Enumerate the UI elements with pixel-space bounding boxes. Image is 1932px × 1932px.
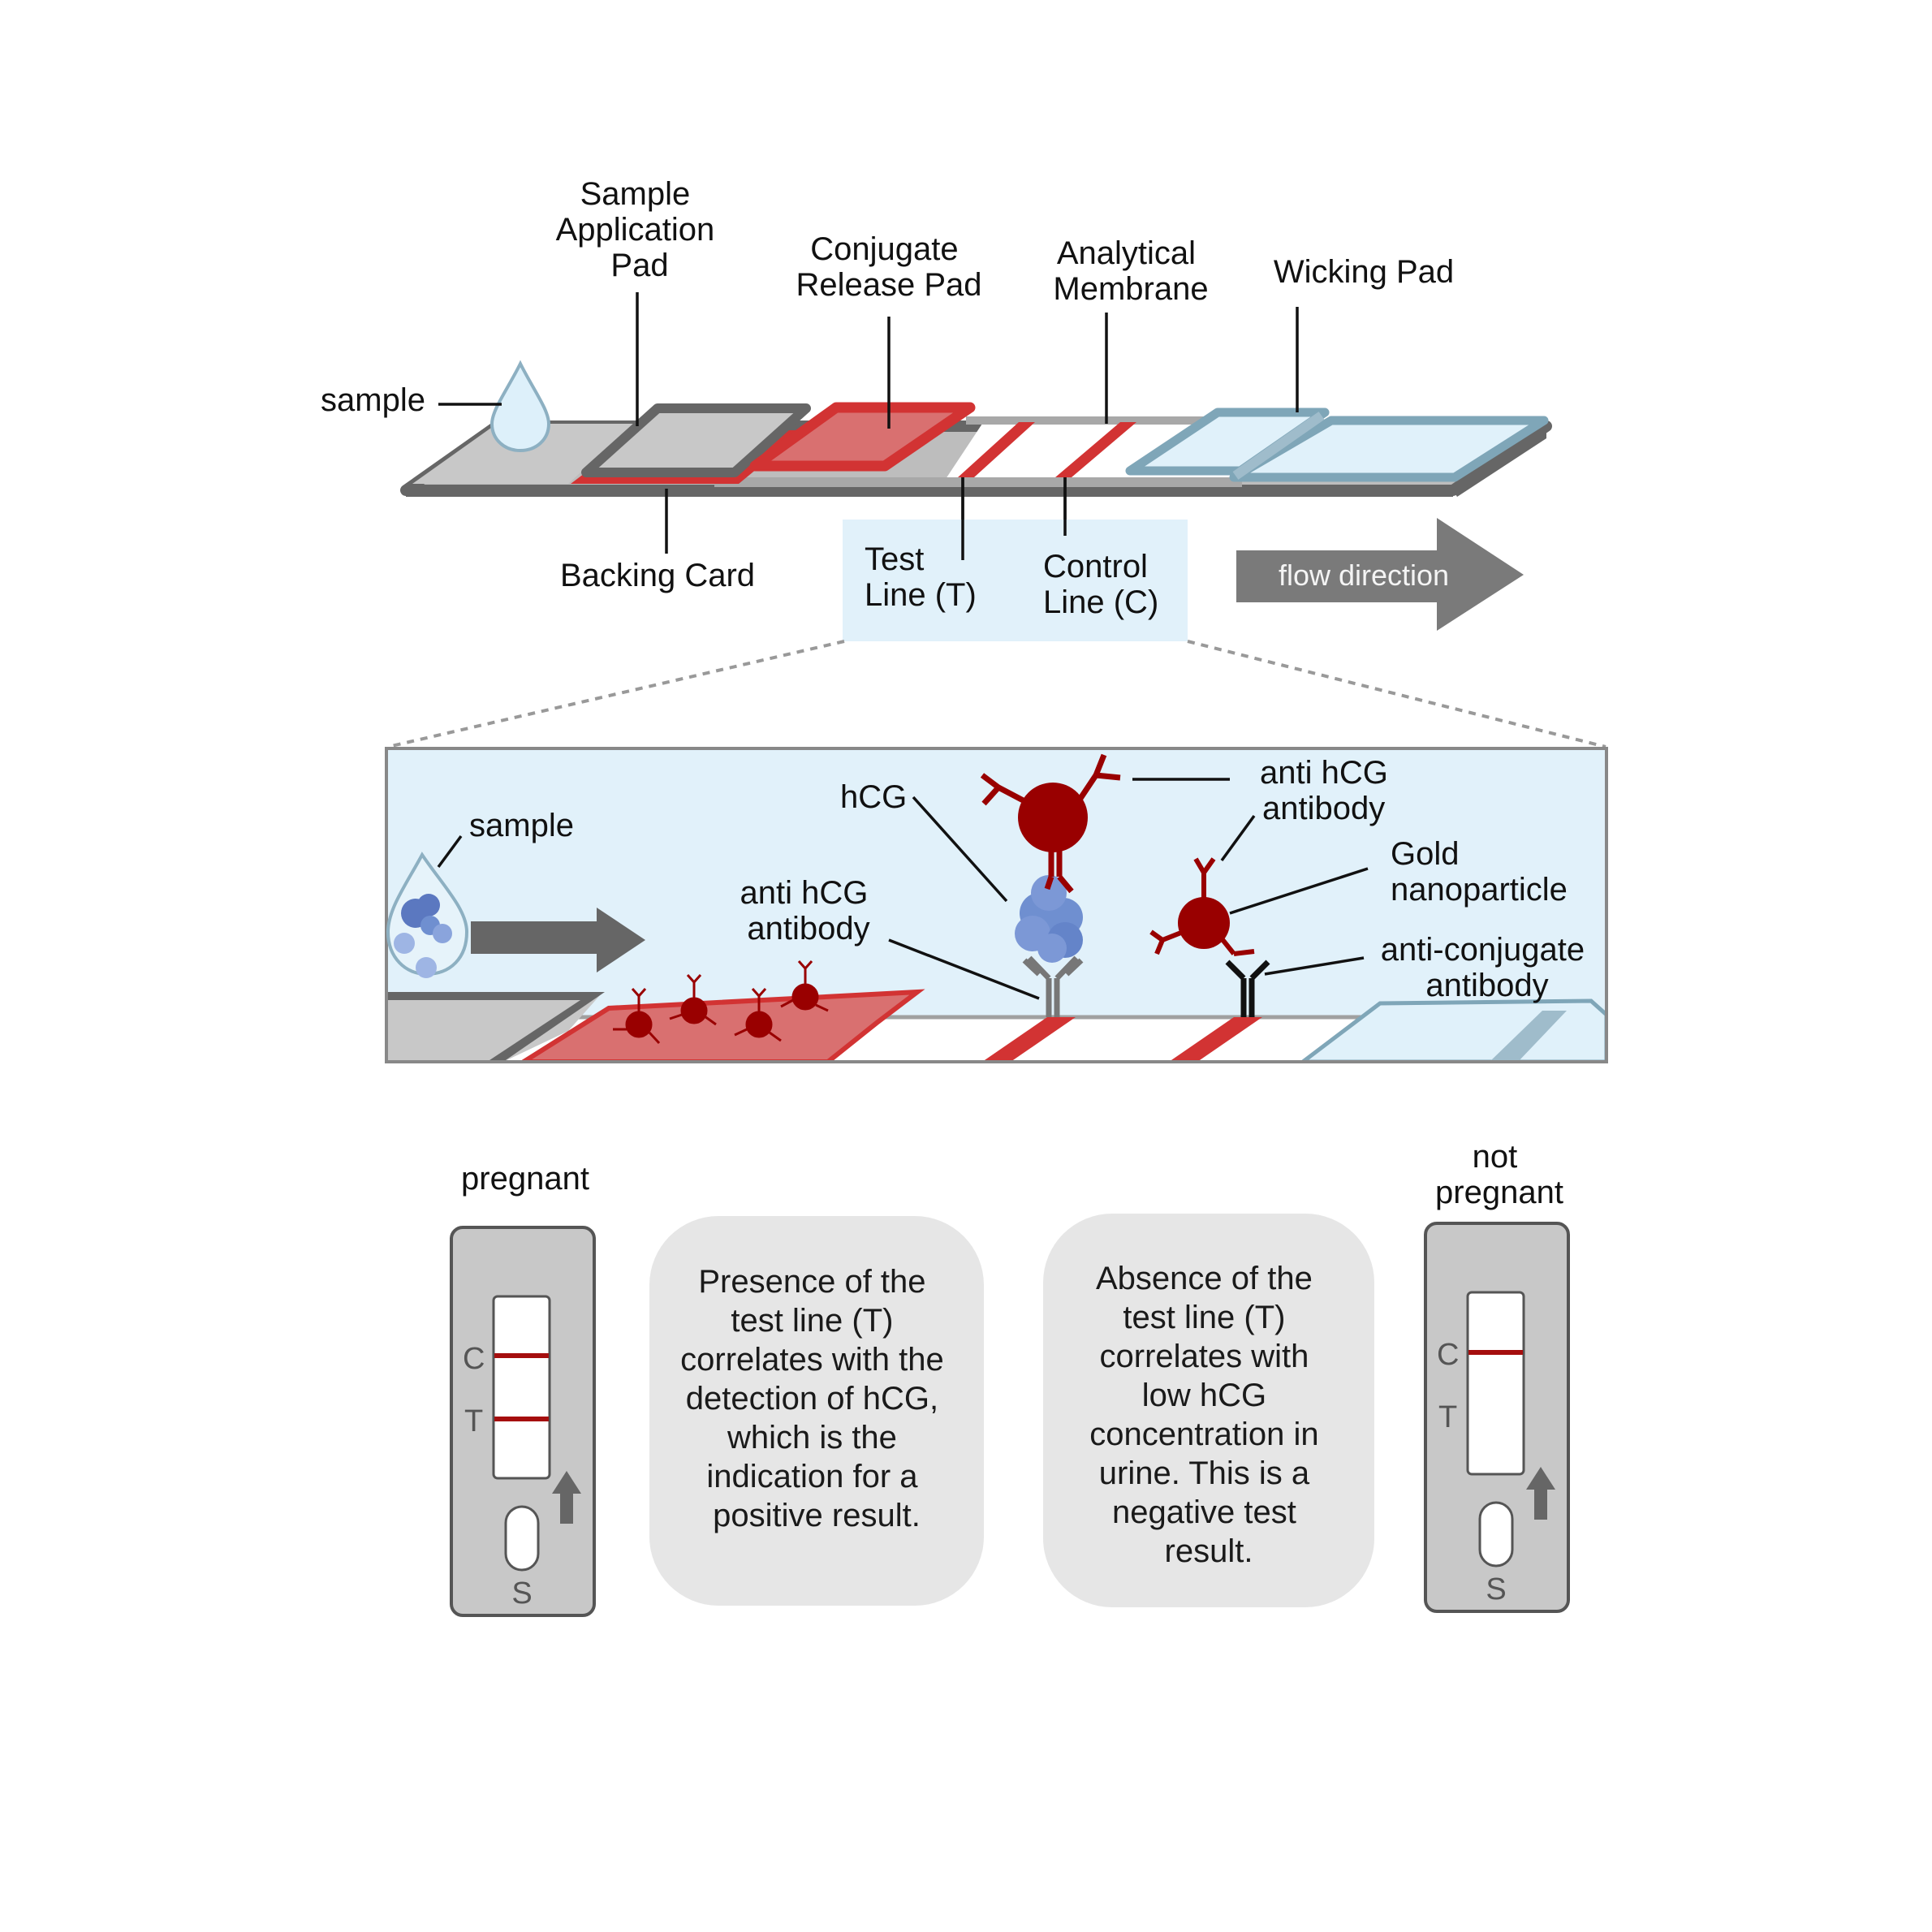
negative-control-line bbox=[1468, 1350, 1523, 1355]
negative-flow-arrow-icon bbox=[1526, 1467, 1555, 1520]
positive-title: pregnant bbox=[461, 1161, 589, 1197]
hcg-molecule-icon bbox=[1015, 875, 1083, 963]
negative-result-window bbox=[1466, 1291, 1525, 1476]
sample-drop-icon bbox=[489, 360, 551, 453]
test-line-stripe bbox=[958, 422, 1035, 477]
negative-title: not pregnant bbox=[1435, 1139, 1563, 1210]
detail-control-line bbox=[1169, 1017, 1262, 1062]
label-control-line: Control Line (C) bbox=[1043, 549, 1158, 620]
wicking-pad-front bbox=[1125, 408, 1330, 476]
detail-label-sample: sample bbox=[469, 808, 574, 843]
gold-nanoparticle-icon bbox=[1018, 783, 1088, 852]
flow-direction-label: flow direction bbox=[1279, 558, 1449, 592]
label-analytical-membrane: Analytical Membrane bbox=[1053, 235, 1208, 307]
zoom-highlight-box bbox=[843, 520, 1188, 641]
control-line-stripe bbox=[1055, 422, 1136, 477]
negative-sample-well bbox=[1478, 1501, 1514, 1568]
zoom-guide-right bbox=[1187, 640, 1606, 748]
positive-description: Presence of the test line (T) correlates… bbox=[680, 1264, 953, 1533]
zoom-guide-left bbox=[387, 640, 845, 748]
label-test-line: Test Line (T) bbox=[865, 541, 977, 613]
detail-test-line bbox=[982, 1017, 1076, 1062]
label-backing-card: Backing Card bbox=[560, 558, 755, 593]
positive-flow-arrow-icon bbox=[552, 1471, 581, 1524]
hcg-molecules-in-drop bbox=[394, 894, 452, 978]
result-positive: pregnant C T S Presence of the test line… bbox=[450, 1161, 984, 1617]
negative-letter-t: T bbox=[1438, 1400, 1457, 1434]
positive-letter-c: C bbox=[463, 1342, 485, 1376]
positive-sample-well bbox=[504, 1505, 540, 1572]
positive-result-window bbox=[492, 1295, 551, 1480]
label-sample-application-pad: Sample Application Pad bbox=[556, 176, 724, 283]
strip-overview: sample Sample Application Pad Conjugate … bbox=[321, 176, 1606, 748]
free-gold-nanoparticle-icon bbox=[1178, 897, 1230, 949]
detail-flow-arrow bbox=[471, 908, 645, 972]
detail-label-anti-hcg-antibody-capture: anti hCG antibody bbox=[740, 875, 878, 947]
positive-letter-s: S bbox=[511, 1576, 532, 1611]
result-negative: Absence of the test line (T) correlates … bbox=[1043, 1139, 1570, 1613]
anti-conjugate-antibody-icon bbox=[1225, 960, 1270, 1017]
positive-test-line bbox=[494, 1417, 549, 1421]
positive-letter-t: T bbox=[464, 1404, 483, 1438]
detail-panel: sample bbox=[385, 747, 1608, 1063]
detail-label-gold-nanoparticle: Gold nanoparticle bbox=[1391, 836, 1568, 908]
detail-conjugate-pad bbox=[519, 989, 925, 1062]
wicking-pad bbox=[1229, 416, 1549, 482]
negative-letter-c: C bbox=[1437, 1338, 1459, 1372]
label-wicking-pad: Wicking Pad bbox=[1274, 254, 1454, 290]
negative-description: Absence of the test line (T) correlates … bbox=[1089, 1261, 1328, 1569]
negative-description-box bbox=[1043, 1214, 1374, 1607]
conjugate-nanoparticles bbox=[613, 960, 829, 1045]
detail-label-hcg: hCG bbox=[840, 779, 907, 815]
capture-antibody-icon bbox=[1022, 955, 1084, 1017]
label-sample: sample bbox=[321, 382, 425, 418]
flow-direction-arrow: flow direction bbox=[1236, 518, 1524, 631]
negative-letter-s: S bbox=[1486, 1572, 1506, 1606]
detail-label-anti-hcg-antibody-top: anti hCG antibody bbox=[1260, 755, 1397, 826]
positive-control-line bbox=[494, 1353, 549, 1358]
label-conjugate-release-pad: Conjugate Release Pad bbox=[796, 231, 981, 303]
positive-description-box bbox=[649, 1216, 984, 1606]
conjugate-release-pad bbox=[749, 402, 976, 472]
sample-application-pad bbox=[581, 403, 811, 477]
detail-label-anti-conjugate-antibody: anti-conjugate antibody bbox=[1381, 932, 1593, 1003]
